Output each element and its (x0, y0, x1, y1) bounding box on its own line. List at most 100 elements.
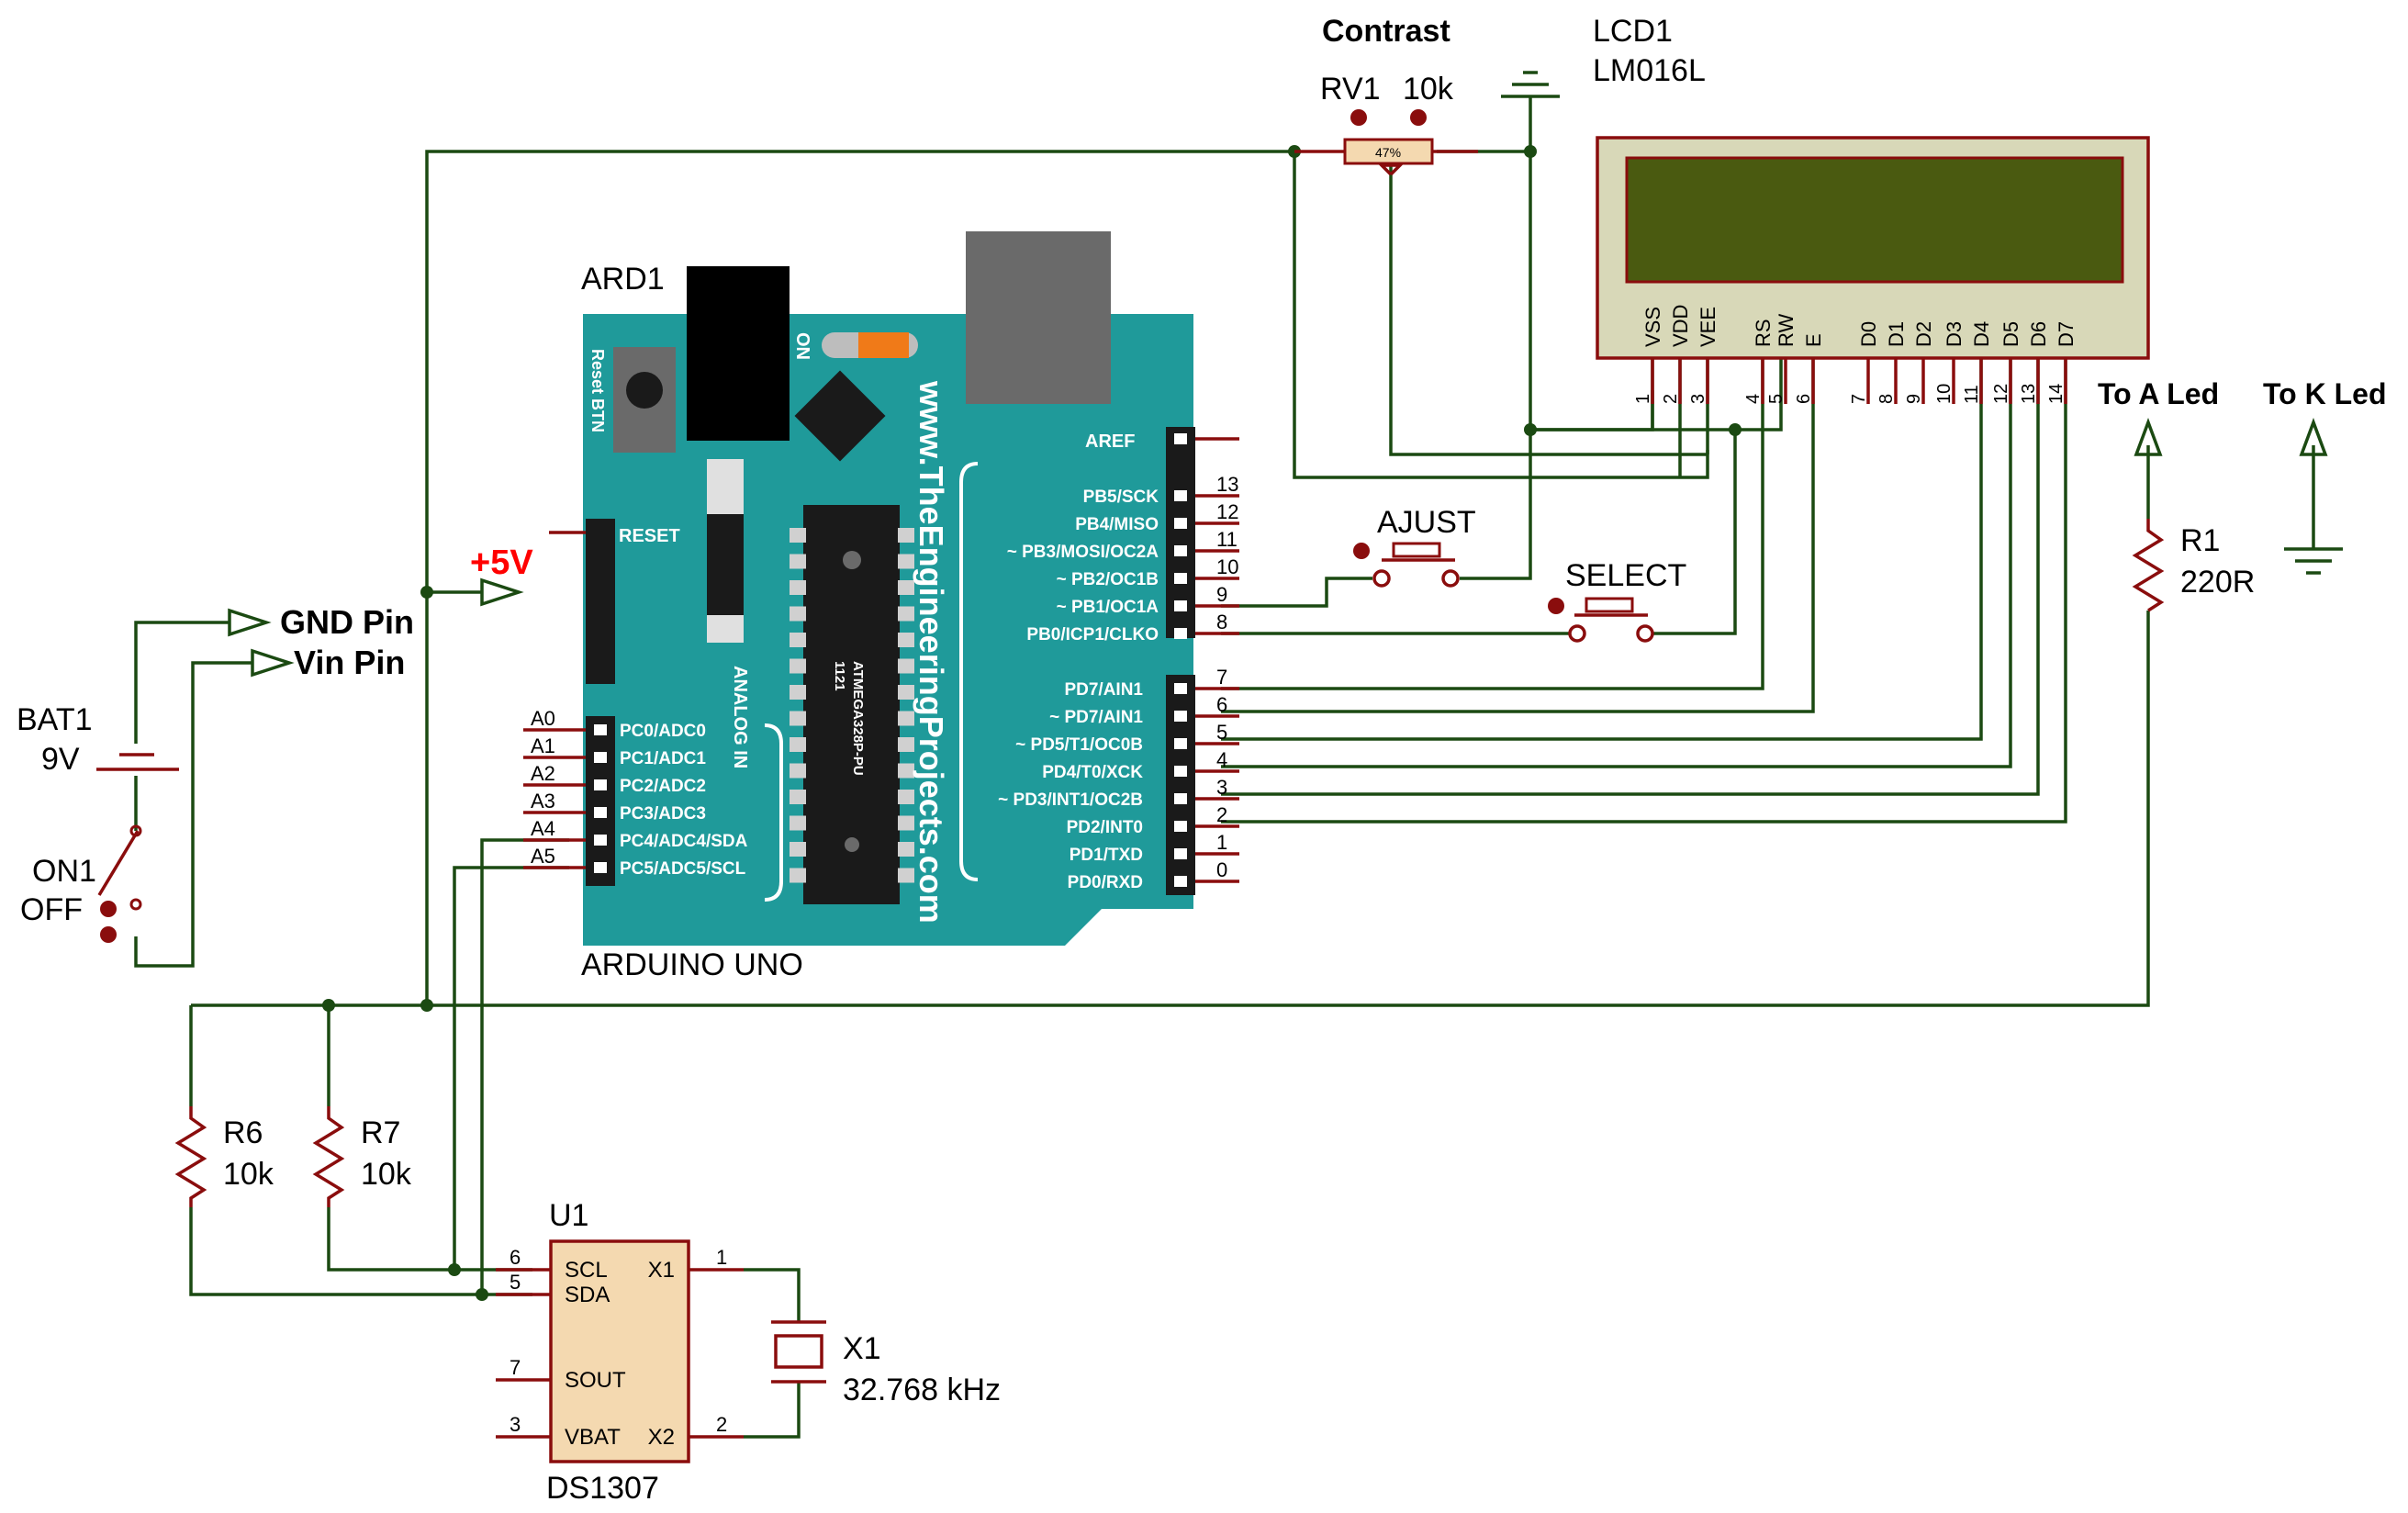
chip-leg (790, 658, 806, 674)
crystal-ref: X1 (843, 1331, 881, 1366)
usb-port (966, 231, 1111, 404)
wire-wiper-vee (1389, 165, 1708, 456)
lcd-pin-number: 3 (1688, 394, 1708, 404)
header-pin (1174, 433, 1187, 444)
lcd-pin-label: E (1802, 333, 1825, 347)
wire-ajust-gnd (1460, 430, 1532, 580)
wire-5v-vdd (1293, 151, 1709, 479)
bat-value: 9V (41, 742, 80, 777)
analog-pin-label: PC4/ADC4/SDA (620, 832, 748, 851)
wire-select (1648, 430, 1737, 635)
r6-ref: R6 (223, 1115, 263, 1150)
analog-pin-label: PC0/ADC0 (620, 722, 706, 741)
rtc-pin-label: X1 (648, 1258, 675, 1283)
header-pin (1174, 545, 1187, 556)
junction-dot (1524, 423, 1537, 436)
rtc-pin-label: VBAT (565, 1425, 621, 1450)
header-pin (1174, 711, 1187, 722)
lcd-pin-label: VDD (1669, 305, 1692, 347)
pd-pin-number: 3 (1216, 776, 1227, 799)
analog-pin-label: PC5/ADC5/SCL (620, 859, 746, 879)
analog-in-label: ANALOG IN (730, 666, 750, 768)
chip-leg (898, 737, 914, 752)
on-led (858, 332, 909, 358)
switch-on1[interactable]: ON1 OFF (20, 824, 142, 943)
pb-pin-number: 10 (1216, 555, 1238, 578)
rtc-pin-number: 2 (716, 1413, 727, 1436)
lcd-pin-label: D7 (2055, 321, 2078, 347)
pd-pin-number: 1 (1216, 831, 1227, 854)
button-select[interactable]: SELECT (1548, 558, 1686, 643)
header-pin (1174, 518, 1187, 529)
rtc-pin-label: SCL (565, 1258, 608, 1283)
header-pin (594, 724, 607, 735)
pd-pin-label: ~ PD3/INT1/OC2B (998, 790, 1143, 810)
header-pin (1174, 793, 1187, 804)
lcd-module: LCD1 LM016L VSS1VDD2VEE3RS4RW5E6D07D18D2… (1593, 14, 2150, 404)
pd-pin-label: PD2/INT0 (1067, 818, 1143, 837)
lcd-pin-label: RS (1752, 319, 1775, 347)
chip-notch (843, 551, 861, 569)
lcd-pin-label: D5 (1999, 321, 2022, 347)
crystal-value: 32.768 kHz (843, 1373, 1001, 1407)
bat-ref: BAT1 (17, 702, 93, 737)
header-pin (1174, 628, 1187, 639)
wire-e (1221, 358, 1815, 713)
ajust-label: AJUST (1377, 505, 1476, 540)
pb-pin-number: 13 (1216, 473, 1238, 496)
header-pin (1174, 766, 1187, 777)
reset-button-cap[interactable] (626, 372, 663, 409)
rv1-body (1343, 138, 1434, 165)
battery-bat1: BAT1 9V (17, 702, 179, 777)
potentiometer-rv1[interactable]: Contrast RV1 10k 47% (1294, 14, 1478, 176)
lcd-pin-number: 1 (1633, 394, 1653, 404)
pd-pin-number: 7 (1216, 666, 1227, 689)
pb-pin-label: PB0/ICP1/CLKO (1026, 625, 1159, 644)
analog-pin-tag: A1 (531, 734, 555, 757)
chip-leg (790, 815, 806, 831)
smd-chip (794, 370, 886, 462)
junction-dot (1524, 145, 1537, 158)
button-ajust[interactable]: AJUST (1353, 505, 1476, 588)
wire-r7b (327, 1207, 532, 1272)
ajust-contact (1372, 569, 1391, 588)
analog-pin-label: PC3/ADC3 (620, 804, 706, 824)
rtc-pin-number: 7 (510, 1356, 521, 1379)
rtc-pin-label: X2 (648, 1425, 675, 1450)
analog-pin-group: A0PC0/ADC0A1PC1/ADC1A2PC2/ADC2A3PC3/ADC3… (523, 707, 748, 886)
header-pin (1174, 600, 1187, 611)
led-k-label: To K Led (2263, 377, 2387, 410)
wires (134, 96, 2343, 1439)
chip-leg (790, 711, 806, 726)
led-a-label: To A Led (2098, 377, 2219, 410)
rtc-pin-number: 5 (510, 1271, 521, 1294)
header-pin (1174, 848, 1187, 859)
pin-marker-icon (100, 901, 117, 917)
chip-leg (898, 711, 914, 726)
lcd-ref: LCD1 (1593, 14, 1673, 49)
chip-leg (790, 606, 806, 622)
header-pin (594, 779, 607, 790)
header-pin (594, 752, 607, 763)
lcd-model: LM016L (1593, 53, 1706, 88)
wire-rw-gnd (1530, 358, 1783, 431)
header-pin (1174, 738, 1187, 749)
on-label: ON (792, 332, 812, 360)
wire-5v-top (425, 150, 1294, 592)
resistor-zigzag (2132, 519, 2165, 612)
rtc-model: DS1307 (546, 1471, 659, 1506)
switch-state: OFF (20, 892, 83, 927)
wire-ajust-pin9 (1221, 577, 1372, 608)
reset-btn-label: Reset BTN (588, 349, 607, 432)
lcd-screen (1625, 156, 2124, 284)
chip-leg (790, 842, 806, 857)
chip-leg (898, 868, 914, 883)
wire-d4 (1221, 358, 1983, 741)
header-pin (594, 807, 607, 818)
website-label: www.TheEngineeringProjects.com (913, 380, 950, 924)
wire-vin-pin (134, 661, 252, 968)
r6-value: 10k (223, 1157, 274, 1192)
